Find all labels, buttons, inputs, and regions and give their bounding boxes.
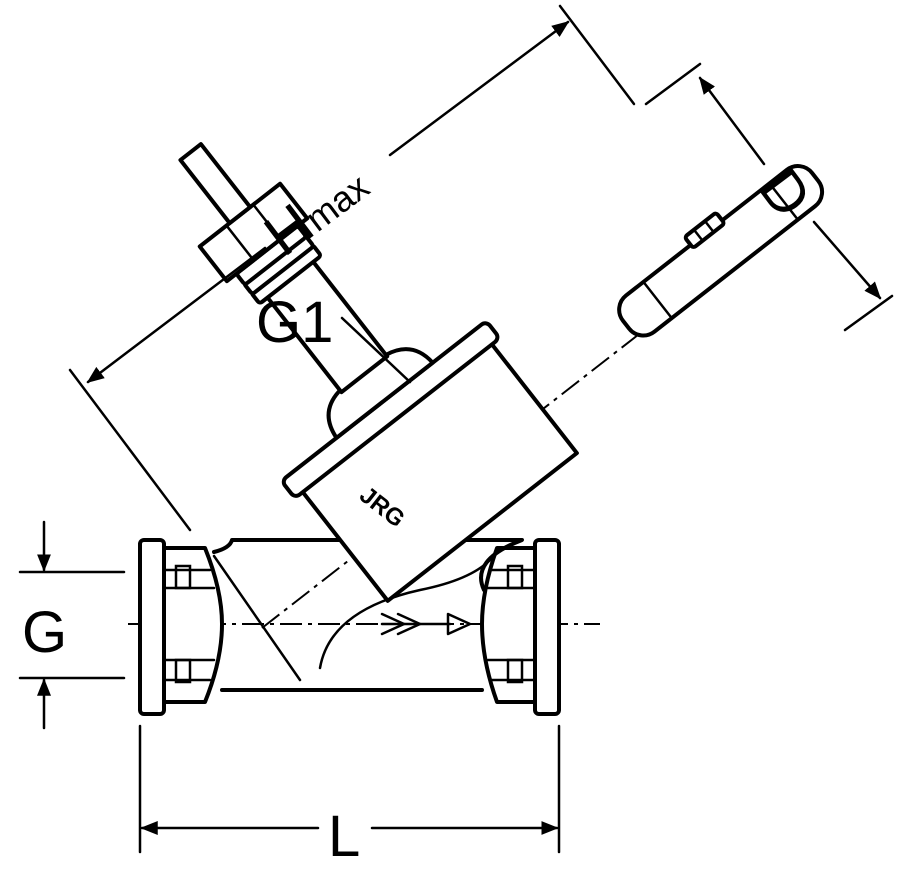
bonnet-body <box>178 142 579 603</box>
right-flange <box>533 538 561 716</box>
g-dimension: G <box>18 520 126 730</box>
valve-body <box>138 538 561 716</box>
left-flange <box>138 538 166 716</box>
l-label: L <box>328 804 360 869</box>
spindle <box>178 142 253 226</box>
g1-label: G1 <box>256 290 333 355</box>
handwheel <box>617 164 825 338</box>
arrow-right-icon <box>380 612 472 636</box>
g1-callout: G1 <box>256 290 412 384</box>
left-hex-nut <box>162 546 224 704</box>
g-label: G <box>22 600 67 665</box>
l-dimension: L <box>138 724 561 869</box>
pipe-body <box>212 538 524 692</box>
